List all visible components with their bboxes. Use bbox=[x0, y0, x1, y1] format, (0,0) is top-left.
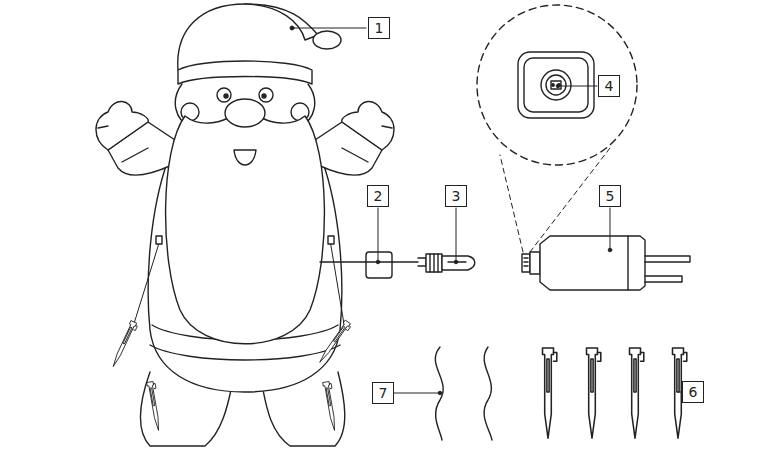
callout-number: 1 bbox=[368, 17, 390, 39]
callout-number: 4 bbox=[598, 75, 620, 97]
callout-number: 3 bbox=[445, 185, 467, 207]
callout-number: 2 bbox=[367, 185, 389, 207]
callout-number: 5 bbox=[599, 185, 621, 207]
callout-number: 6 bbox=[682, 381, 704, 403]
callout-number: 7 bbox=[372, 382, 394, 404]
